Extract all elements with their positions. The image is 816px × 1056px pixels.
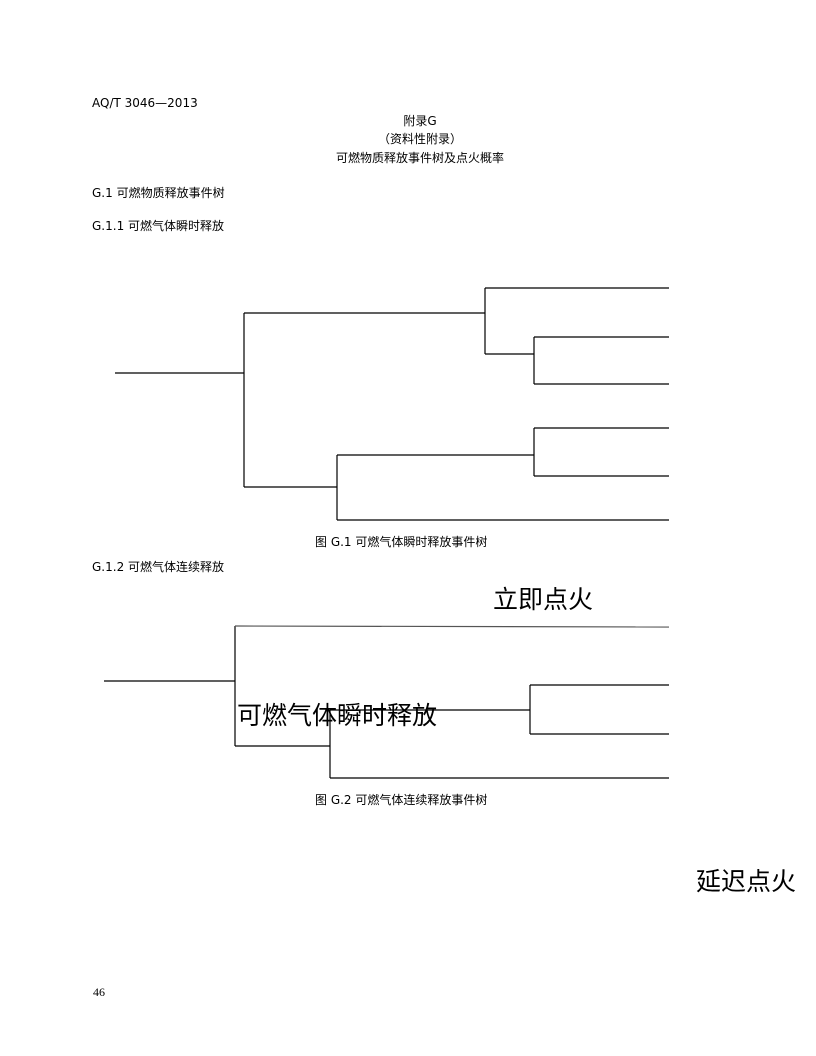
section-heading-g12: G.1.2 可燃气体连续释放 (92, 560, 225, 574)
standard-number: AQ/T 3046—2013 (92, 96, 198, 110)
label-delayed-ignition: 延迟点火 (696, 867, 797, 896)
event-tree-fig1 (115, 287, 669, 521)
section-heading-g11: G.1.1 可燃气体瞬时释放 (92, 219, 225, 233)
section-heading-g1: G.1 可燃物质释放事件树 (92, 186, 225, 200)
figure-caption-g2: 图 G.2 可燃气体连续释放事件树 (315, 793, 488, 807)
appendix-type: （资料性附录） (377, 132, 463, 146)
page-number: 46 (93, 985, 105, 999)
label-instant-release: 可燃气体瞬时释放 (237, 701, 438, 730)
figure-caption-g1: 图 G.1 可燃气体瞬时释放事件树 (315, 535, 488, 549)
appendix-subtitle: 可燃物质释放事件树及点火概率 (335, 151, 505, 165)
appendix-title: 附录G (403, 114, 437, 128)
label-immediate-ignition: 立即点火 (493, 585, 594, 614)
event-tree-fig2 (104, 625, 670, 779)
